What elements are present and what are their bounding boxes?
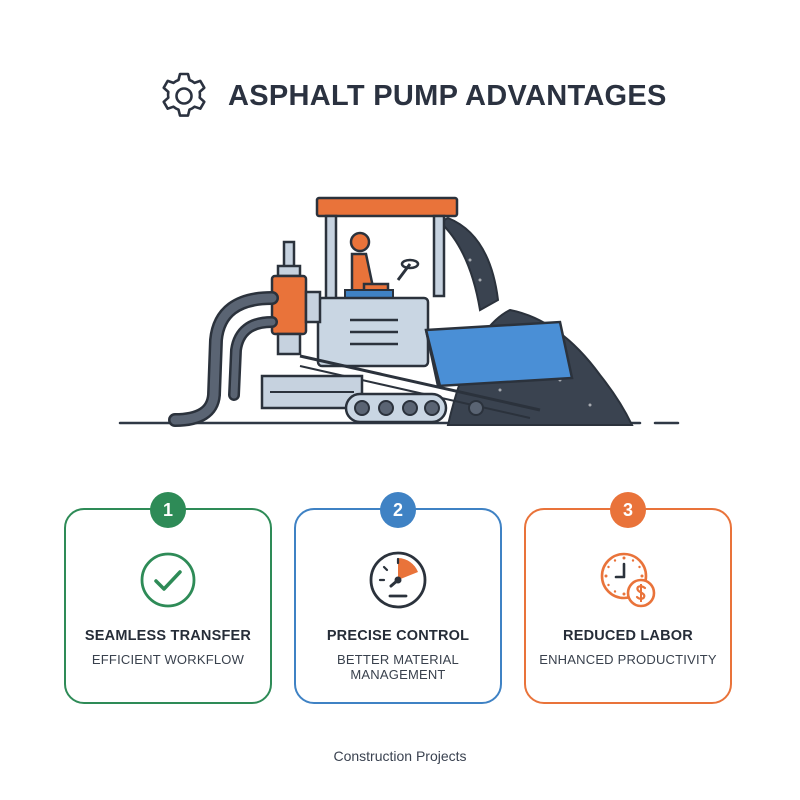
card-title: SEAMLESS TRANSFER: [84, 628, 252, 644]
advantage-card-1: 1 SEAMLESS TRANSFER EFFICIENT WORKFLOW: [64, 492, 272, 704]
canopy: [315, 196, 459, 218]
hose: [168, 291, 279, 427]
track: [344, 392, 448, 424]
checkmark-icon: [140, 552, 196, 608]
card-title: REDUCED LABOR: [563, 628, 693, 644]
step-badge-2: 2: [380, 492, 416, 528]
card-subtitle: BETTER MATERIAL MANAGEMENT: [337, 652, 459, 682]
card-title: PRECISE CONTROL: [326, 628, 470, 644]
card-subtitle: ENHANCED PRODUCTIVITY: [539, 652, 717, 667]
gear-icon: [162, 72, 206, 117]
gauge-icon: [369, 551, 427, 609]
advantage-card-3: 3 REDUCED LABOR ENHANCED PRODUCTIVITY: [524, 492, 732, 704]
advantage-card-2: 2 PRECISE CONTROL BETTER MATERIAL MANAGE…: [294, 492, 502, 704]
operator-figure: [349, 231, 390, 294]
card-subtitle: EFFICIENT WORKFLOW: [91, 652, 245, 667]
paver-illustration: [118, 196, 680, 427]
asphalt-stream: [438, 216, 500, 312]
page-title: ASPHALT PUMP ADVANTAGES: [228, 79, 667, 112]
hopper: [424, 320, 574, 388]
page-header: ASPHALT PUMP ADVANTAGES: [158, 70, 667, 122]
clock-dollar-icon: [600, 552, 656, 608]
step-badge-3: 3: [610, 492, 646, 528]
footer-caption: Construction Projects: [333, 748, 467, 764]
pump: [270, 240, 322, 356]
step-badge-1: 1: [150, 492, 186, 528]
